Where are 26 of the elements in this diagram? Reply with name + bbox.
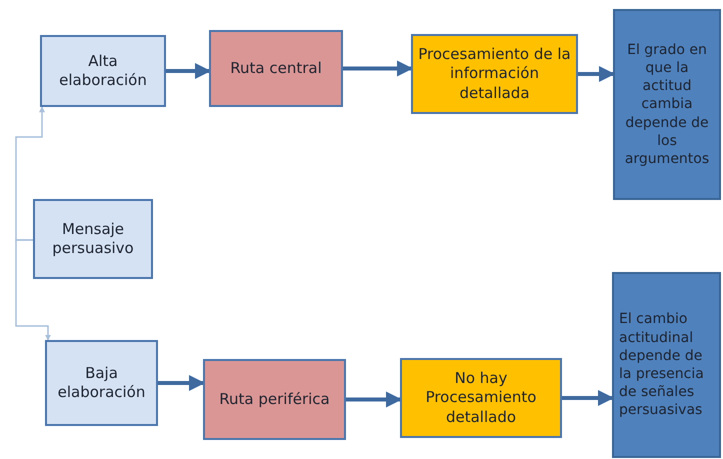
route-box bbox=[209, 30, 343, 107]
process-box bbox=[411, 34, 578, 114]
box-text: El grado en que la actitud cambia depende de los argumentos bbox=[624, 40, 710, 168]
arrow bbox=[346, 392, 402, 408]
box-text: Mensaje persuasivo bbox=[51, 220, 135, 258]
arrow bbox=[578, 66, 615, 82]
arrow bbox=[15, 239, 51, 341]
outcome-box bbox=[612, 272, 721, 458]
box-text: Ruta periférica bbox=[219, 390, 330, 410]
arrow bbox=[15, 106, 45, 241]
box-text: No hay Procesamiento detallado bbox=[424, 368, 538, 428]
outcome-box bbox=[613, 9, 721, 200]
box-text: Baja elaboración bbox=[56, 364, 146, 402]
arrow bbox=[166, 63, 211, 79]
arrow bbox=[158, 375, 205, 391]
arrow bbox=[343, 60, 413, 76]
box-text: Ruta central bbox=[230, 58, 322, 78]
message-box bbox=[33, 199, 153, 279]
arrow bbox=[562, 390, 614, 406]
route-box bbox=[203, 359, 346, 440]
box-text: Procesamiento de la información detallada bbox=[418, 44, 571, 104]
decision-box bbox=[45, 340, 158, 426]
box-text: El cambio actitudinal depende de la presencia de señales persuasivas bbox=[619, 310, 705, 420]
decision-box bbox=[40, 35, 166, 107]
process-box bbox=[400, 358, 562, 438]
box-text: Alta elaboración bbox=[58, 52, 148, 90]
